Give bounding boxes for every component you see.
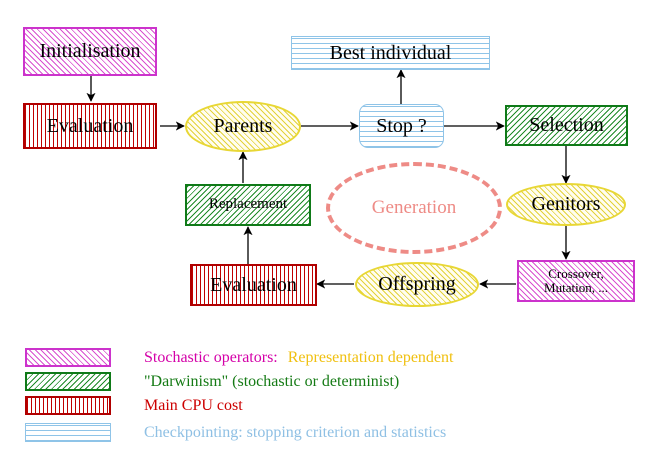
node-best-individual[interactable]: Best individual — [291, 36, 490, 70]
node-stop[interactable]: Stop ? — [359, 104, 444, 148]
node-crossover-label-line1: Crossover, — [548, 266, 604, 282]
node-offspring[interactable]: Offspring — [355, 262, 479, 307]
legend-swatch-magenta-hatch — [25, 348, 111, 367]
legend-label-checkpointing: Checkpointing: stopping criterion and st… — [144, 423, 447, 441]
node-evaluation-top[interactable]: Evaluation — [23, 103, 157, 149]
legend-label-stochastic-operators: Stochastic operators: — [144, 348, 278, 366]
node-initialisation[interactable]: Initialisation — [23, 27, 157, 76]
legend-row-stochastic: Stochastic operators: Representation dep… — [25, 348, 453, 367]
node-evaluation-bottom[interactable]: Evaluation — [190, 264, 317, 306]
node-selection[interactable]: Selection — [505, 105, 628, 146]
node-crossover-mutation[interactable]: Crossover, Mutation, ... — [517, 260, 635, 302]
node-generation-label: Generation — [371, 197, 457, 218]
node-best-individual-label: Best individual — [329, 41, 452, 64]
node-selection-label: Selection — [529, 114, 604, 136]
node-offspring-label: Offspring — [378, 273, 456, 295]
node-generation: Generation — [326, 162, 502, 254]
node-parents-label: Parents — [213, 115, 273, 137]
node-evaluation-bottom-label: Evaluation — [210, 273, 297, 296]
node-stop-label: Stop ? — [376, 114, 427, 137]
node-crossover-label-line2: Mutation, ... — [544, 280, 608, 295]
legend-swatch-blue-horizontal — [25, 423, 111, 442]
legend-swatch-red-vertical — [25, 396, 111, 415]
node-genitors[interactable]: Genitors — [506, 183, 626, 226]
legend-label-darwinism: "Darwinism" (stochastic or determinist) — [144, 372, 400, 390]
legend-row-cpu-cost: Main CPU cost — [25, 396, 243, 415]
legend-row-checkpointing: Checkpointing: stopping criterion and st… — [25, 423, 446, 442]
node-initialisation-label: Initialisation — [39, 40, 141, 62]
node-genitors-label: Genitors — [531, 193, 601, 215]
legend-row-darwinism: "Darwinism" (stochastic or determinist) — [25, 372, 399, 391]
node-replacement-label: Replacement — [208, 196, 288, 213]
legend-label-main-cpu-cost: Main CPU cost — [144, 396, 243, 414]
node-parents[interactable]: Parents — [185, 101, 301, 152]
legend-label-representation-dependent: Representation dependent — [287, 348, 454, 366]
legend-swatch-green-hatch — [25, 372, 111, 391]
node-replacement[interactable]: Replacement — [185, 184, 311, 226]
node-evaluation-top-label: Evaluation — [46, 114, 134, 137]
